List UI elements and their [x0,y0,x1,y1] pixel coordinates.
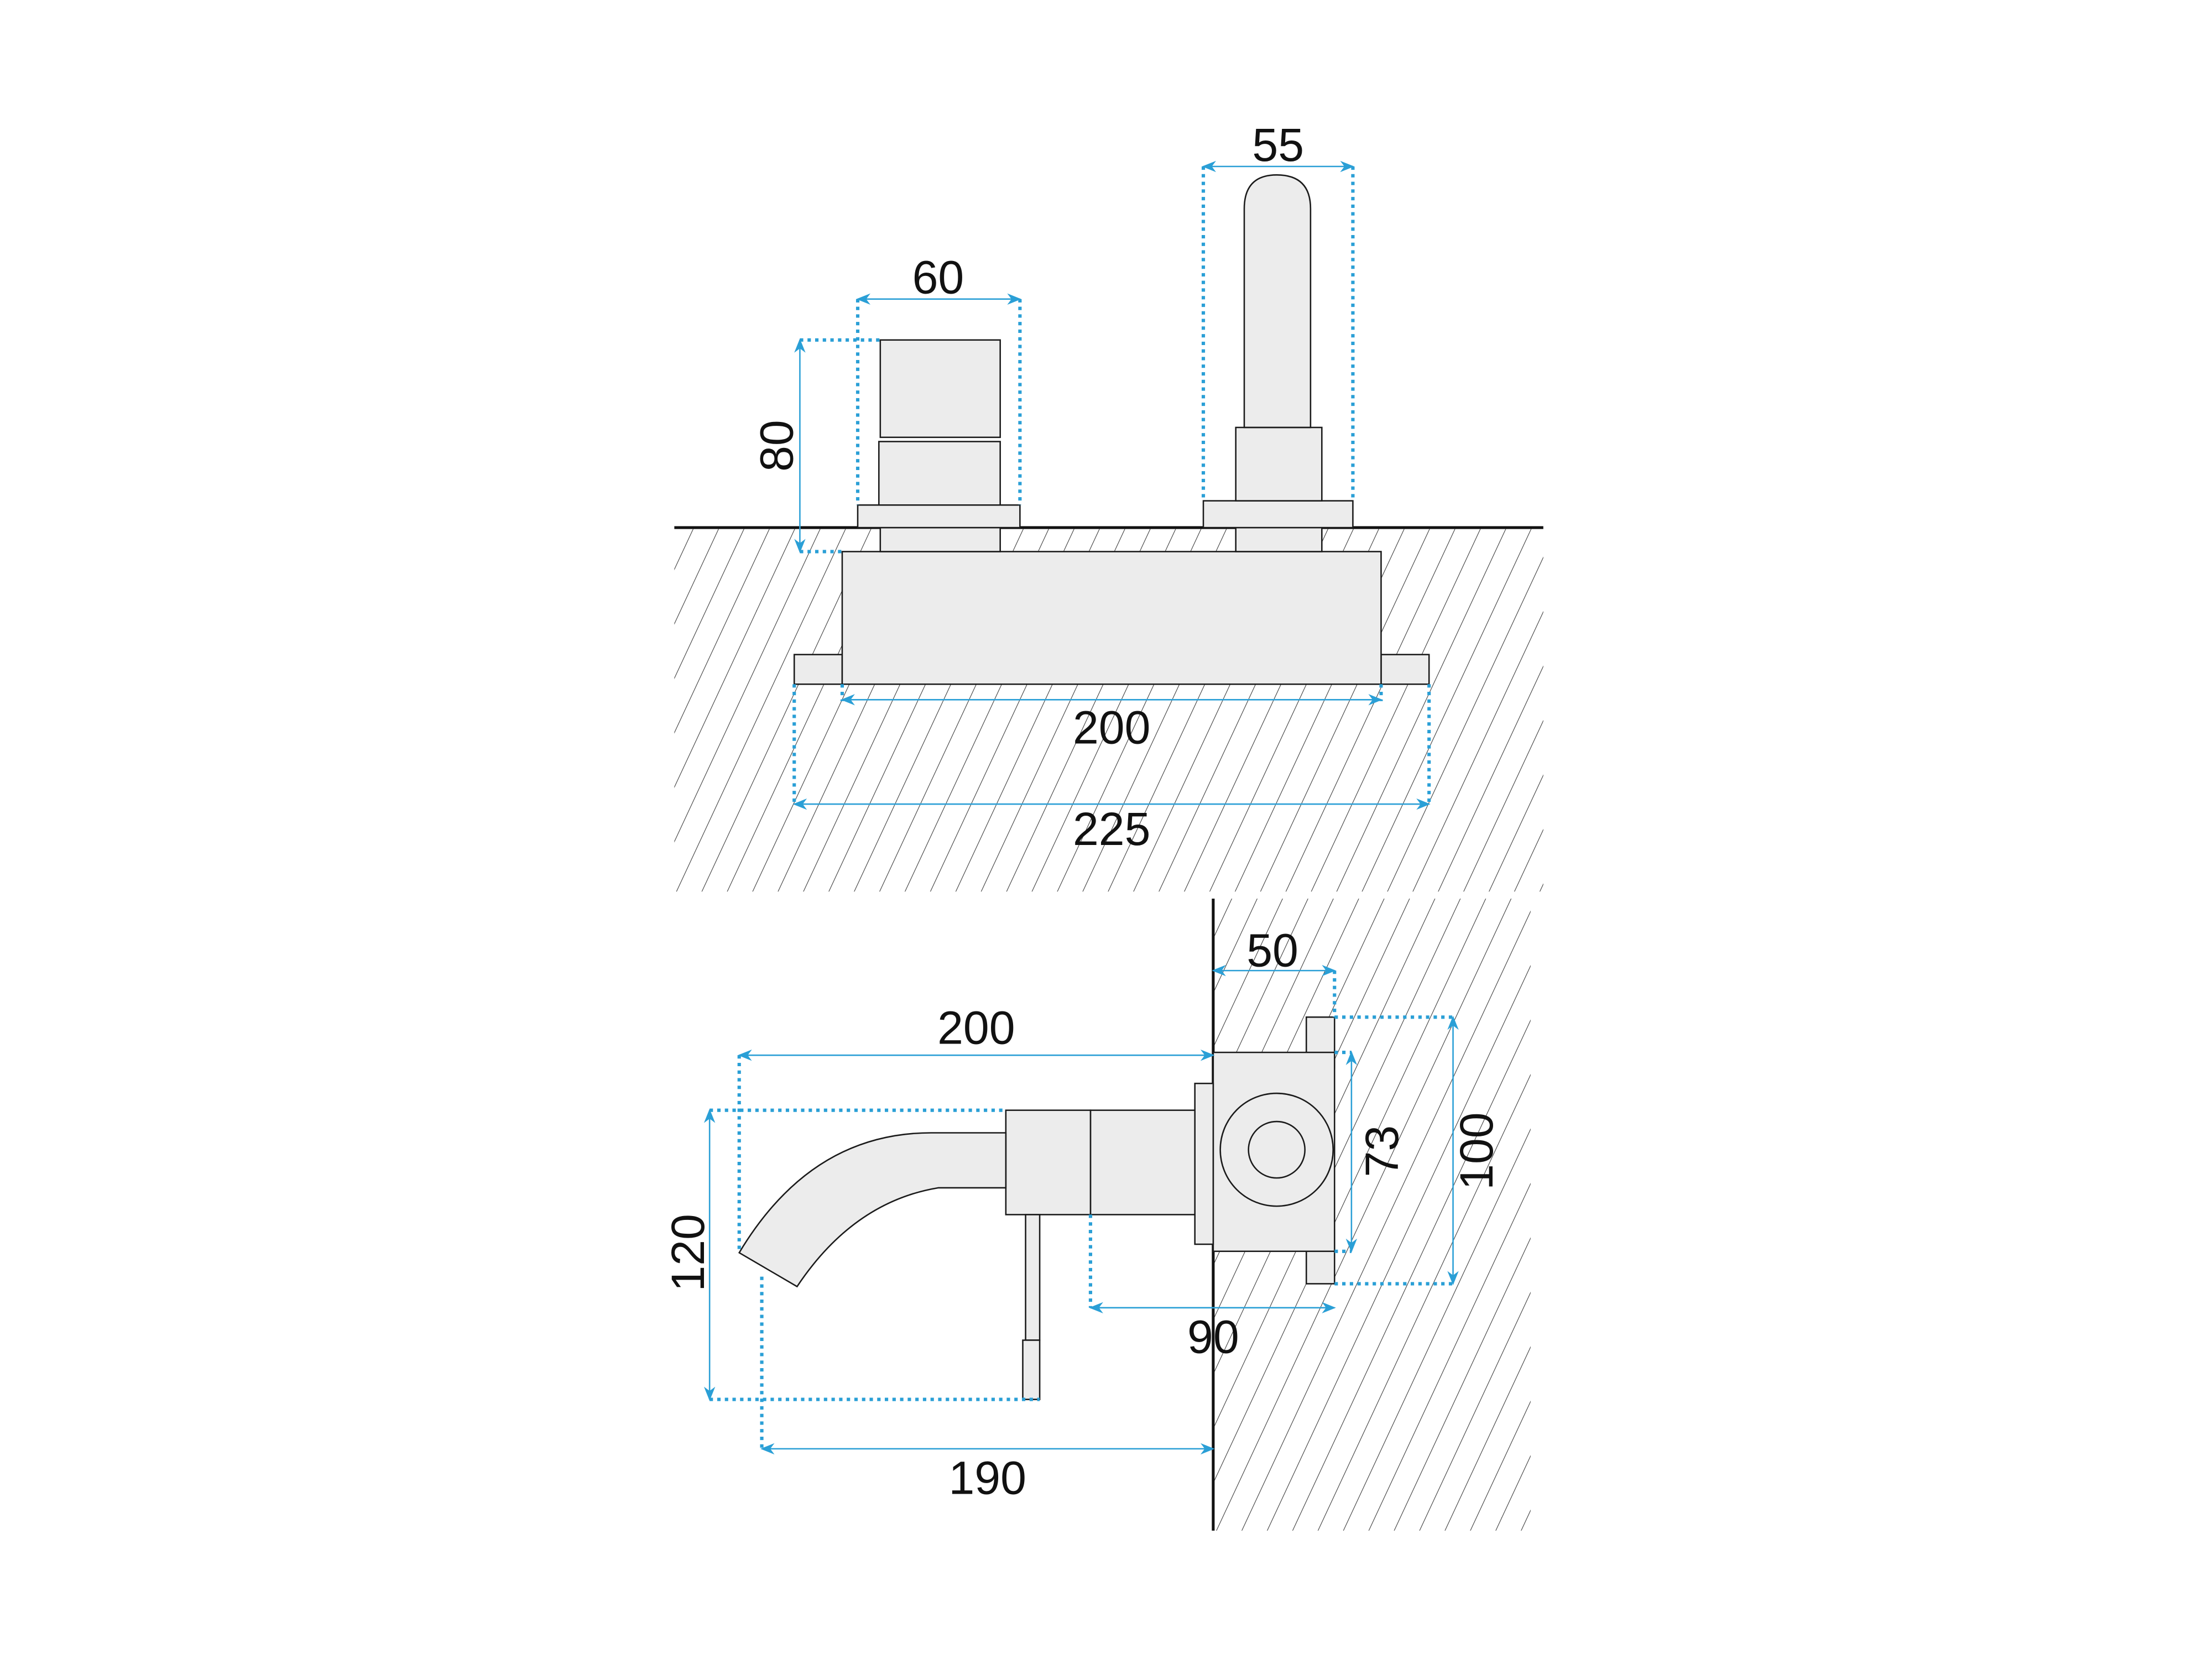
spout-curve [738,1132,1007,1288]
lever-tip [1022,1339,1041,1400]
front-view: 60 55 80 200 225 [674,119,1543,855]
spout-flange [1202,500,1354,529]
dim-handle-width: 60 [912,252,964,304]
lever-rod [1025,1214,1041,1341]
side-view: 200 120 190 50 73 100 90 [662,899,1503,1531]
spout-stem [1235,526,1323,552]
handle-upper [879,339,1001,439]
body-tab-left [793,654,843,685]
dim-handle-height: 80 [751,420,803,472]
dim-wall-depth: 50 [1246,924,1298,976]
dim-body-width: 200 [1073,701,1150,753]
dim-spout-width: 55 [1252,119,1304,171]
valve-inner [1248,1120,1306,1179]
dim-lever-reach: 190 [948,1452,1026,1504]
handle-stem [879,526,1001,552]
spout-base [1089,1109,1196,1215]
dim-spout-height: 120 [662,1214,714,1291]
dim-body-height: 73 [1356,1125,1408,1177]
spout-pipe [1243,174,1312,429]
dim-overall-width: 225 [1073,803,1150,855]
handle-flange [857,504,1021,529]
wall-plate [1194,1082,1214,1245]
body-tab-right [1380,654,1430,685]
concealed-body [841,551,1382,685]
dim-plate-height: 100 [1451,1112,1503,1190]
spout-collar [1235,426,1323,502]
dim-body-offset: 90 [1187,1311,1239,1363]
dim-spout-projection: 200 [937,1002,1015,1054]
lever-hub [1005,1109,1092,1215]
handle-lower [878,441,1001,506]
